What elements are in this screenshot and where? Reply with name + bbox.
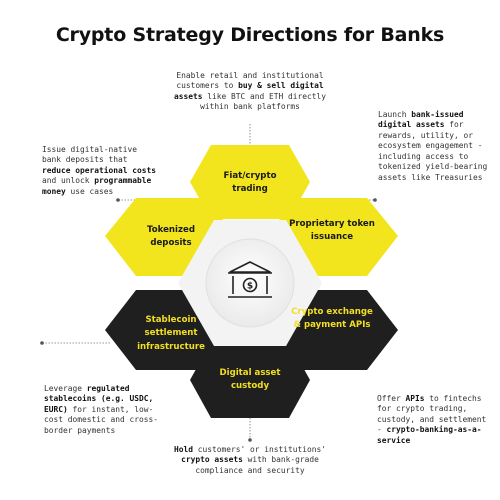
desc-bold-text: regulated stablecoins (e.g. USDC, EURC): [44, 384, 154, 414]
desc-text: for instant, low-cost domestic and cross…: [44, 404, 159, 435]
hex-label-proprietary-token: Proprietary token issuance: [289, 219, 375, 243]
hex-label-fiat-crypto: Fiat/crypto trading: [223, 171, 277, 195]
connector-dot: [116, 198, 120, 202]
connector-dot: [40, 341, 44, 345]
desc-text: Enable retail and institutional customer…: [176, 71, 324, 91]
bank-dollar-icon: $: [228, 261, 272, 298]
desc-text: use cases: [65, 186, 114, 196]
desc-bold-text: APIs: [405, 394, 425, 403]
desc-text: with bank-grade compliance and security: [195, 455, 319, 475]
desc-text: Offer: [377, 394, 406, 403]
desc-text: customers' or institutions': [192, 445, 327, 454]
desc-bold-text: bank-issued digital assets: [378, 110, 464, 130]
desc-bold-text: crypto-banking-as-a-service: [377, 425, 482, 445]
desc-bold-text: programmable money: [42, 176, 152, 196]
hex-label-stablecoin-settlement: Stablecoin settlement infrastructure: [137, 315, 205, 352]
desc-bold-text: reduce operational costs: [42, 165, 157, 175]
connector-dot: [248, 438, 252, 442]
desc-text: for rewards, utility, or ecosystem engag…: [378, 120, 488, 182]
desc-text: to fintechs for crypto trading, custody,…: [377, 394, 487, 435]
desc-text: like BTC and ETH directly within bank pl…: [200, 91, 327, 112]
center-circle: [205, 238, 295, 328]
desc-bold-text: crypto assets: [181, 455, 243, 465]
desc-proprietary-token: Launch bank-issued digital assets for re…: [378, 110, 496, 183]
desc-text: Issue digital-native bank deposits that: [42, 145, 138, 165]
desc-stablecoin-settlement: Leverage regulated stablecoins (e.g. USD…: [44, 384, 164, 436]
connector-dot: [373, 198, 377, 202]
hex-digital-custody: [190, 342, 310, 418]
desc-tokenized-deposits: Issue digital-native bank deposits that …: [42, 145, 160, 197]
desc-digital-custody: Hold customers' or institutions' crypto …: [170, 445, 330, 476]
desc-fiat-crypto: Enable retail and institutional customer…: [172, 71, 328, 113]
hex-label-tokenized-deposits: Tokenized deposits: [147, 225, 195, 249]
desc-text: and unlock: [42, 176, 95, 186]
svg-text:$: $: [247, 282, 253, 292]
desc-bold-text: buy & sell digital assets: [173, 81, 324, 101]
page-title: Crypto Strategy Directions for Banks: [55, 24, 445, 46]
desc-text: Launch: [378, 110, 412, 119]
desc-exchange-payment: Offer APIs to fintechs for crypto tradin…: [377, 394, 493, 446]
hex-fiat-crypto: [190, 145, 310, 219]
hex-label-exchange-payment: Crypto exchange & payment APIs: [291, 307, 373, 331]
hex-label-digital-custody: Digital asset custody: [219, 368, 281, 392]
desc-text: Leverage: [44, 384, 87, 393]
desc-bold-text: Hold: [173, 445, 193, 454]
